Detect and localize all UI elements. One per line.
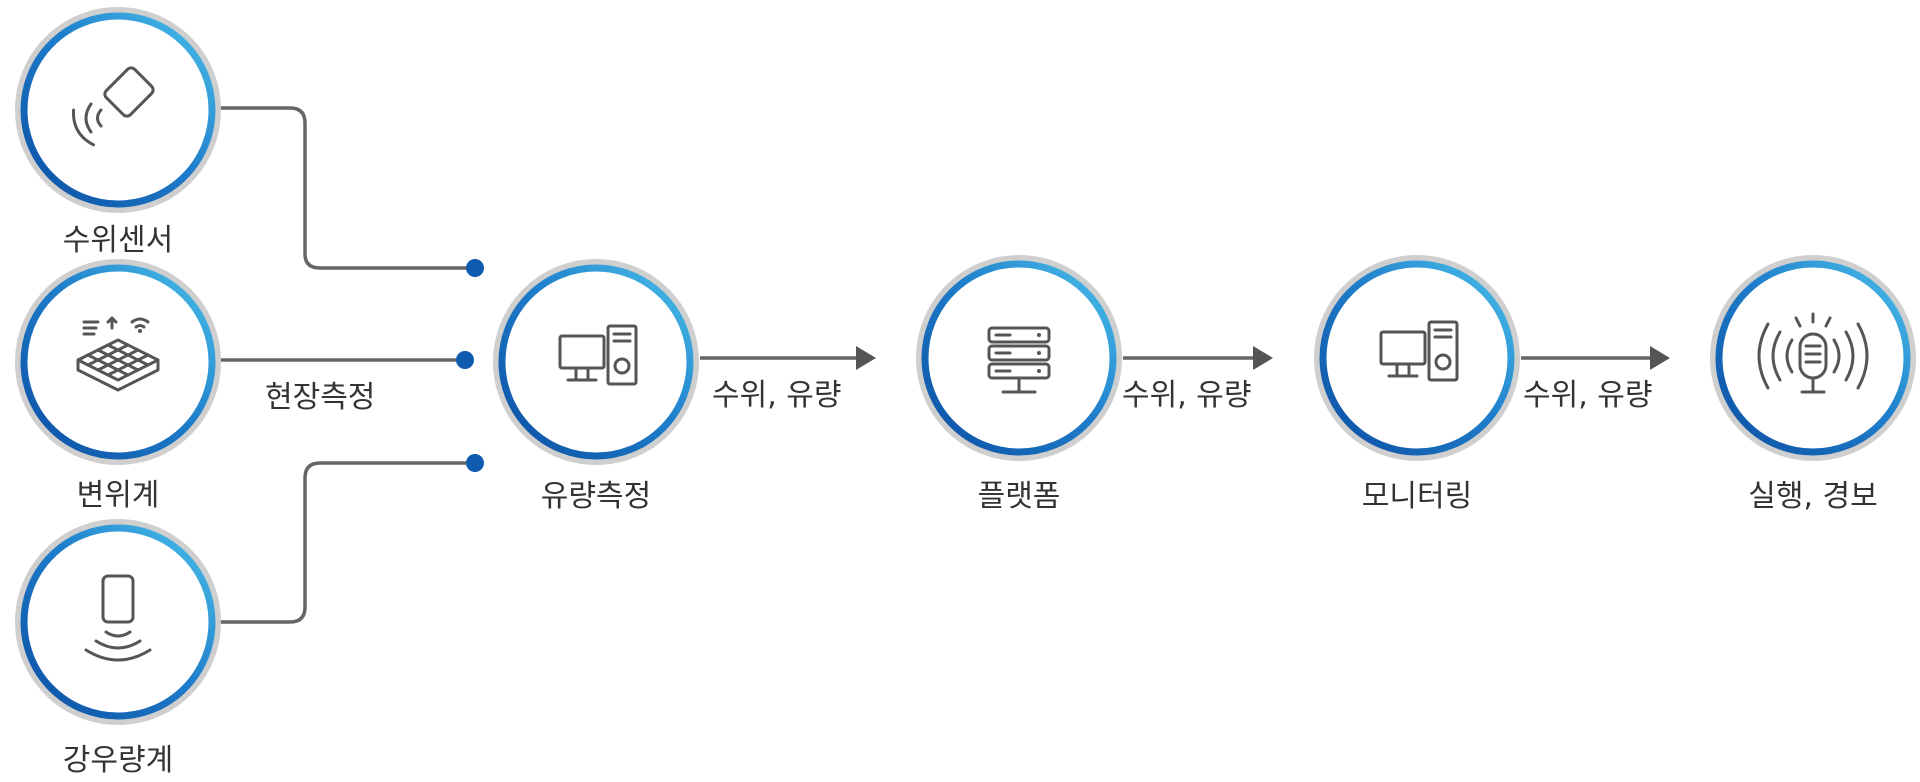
node-label: 플랫폼 [978,479,1061,514]
sensor-grid-icon [76,316,160,392]
node-flow-measurement: 유량측정 [493,259,699,514]
connector-water-level [214,106,475,270]
connector-rain-gauge [214,461,475,624]
node-monitoring: 모니터링 [1314,255,1520,514]
edge-label-flow-to-platform: 수위, 유량 [712,378,841,413]
connector-dot-top [466,259,484,277]
node-label: 강우량계 [63,743,173,778]
node-label: 실행, 경보 [1748,479,1877,514]
edge-label-platform-to-monitoring: 수위, 유량 [1122,378,1251,413]
node-label: 유량측정 [541,479,651,514]
node-label: 변위계 [77,478,160,513]
contactless-sensor-icon [72,66,155,147]
edge-label-field-measurement: 현장측정 [265,380,375,415]
node-water-level-sensor: 수위센서 [15,7,221,258]
arrow-flow-to-platform: 수위, 유량 [700,346,876,413]
node-rain-gauge: 강우량계 [15,519,221,778]
node-displacement-meter: 변위계 [15,259,221,513]
node-execution-alert: 실행, 경보 [1710,255,1916,514]
connector-dot-middle [456,351,474,369]
desktop-computer-icon [1379,320,1459,382]
arrow-platform-to-monitoring: 수위, 유량 [1122,346,1273,413]
desktop-computer-icon [558,324,638,386]
node-platform: 플랫폼 [916,255,1122,514]
microphone-broadcast-icon [1757,312,1869,394]
node-label: 모니터링 [1362,479,1472,514]
server-icon [987,326,1051,394]
arrow-monitoring-to-alert: 수위, 유량 [1521,346,1670,413]
connector-dot-bottom [466,454,484,472]
phone-signal-icon [84,574,152,662]
edge-label-monitoring-to-alert: 수위, 유량 [1523,378,1652,413]
sensor-connectors: 현장측정 [214,106,484,624]
node-label: 수위센서 [63,223,173,258]
